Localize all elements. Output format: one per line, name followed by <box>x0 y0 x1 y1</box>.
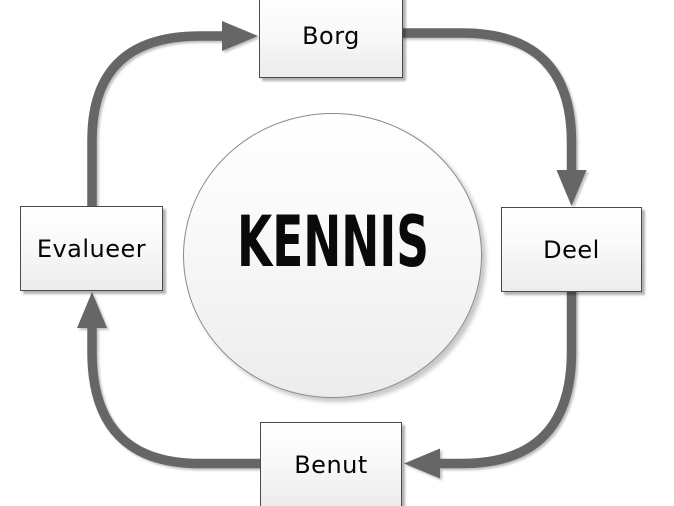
kennis-circle <box>183 113 482 398</box>
node-benut-label: Benut <box>294 450 368 479</box>
node-benut: Benut <box>260 422 402 506</box>
node-deel: Deel <box>501 207 642 292</box>
node-borg: Borg <box>259 0 403 78</box>
node-evalueer-label: Evalueer <box>36 234 147 263</box>
node-deel-label: Deel <box>543 235 600 264</box>
node-evalueer: Evalueer <box>20 206 163 291</box>
node-borg-label: Borg <box>302 21 360 50</box>
